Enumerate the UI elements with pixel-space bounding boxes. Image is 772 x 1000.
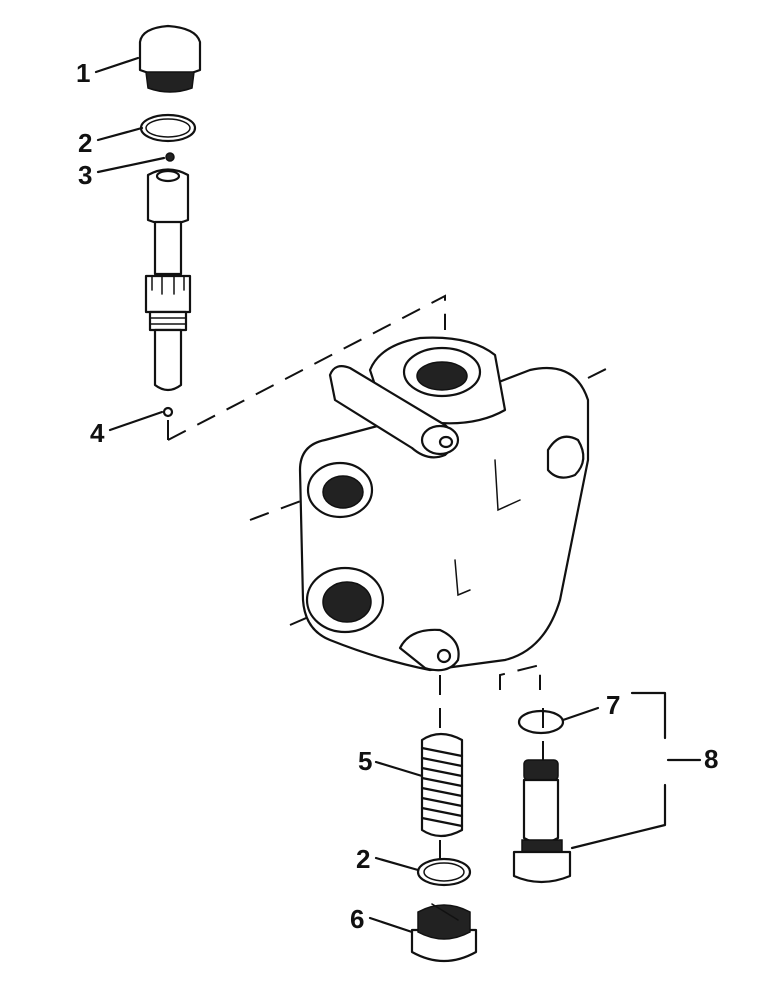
part-7-o-ring — [517, 709, 565, 735]
callout-6: 6 — [350, 904, 364, 934]
callout-2-lower: 2 — [356, 844, 370, 874]
assembly-guide-lines — [167, 294, 613, 870]
callout-5: 5 — [358, 746, 372, 776]
callout-3: 3 — [78, 160, 92, 190]
part-1-cap — [138, 24, 202, 93]
part-4-pin — [162, 406, 174, 418]
valve-body — [298, 336, 590, 672]
callout-2-top: 2 — [78, 128, 92, 158]
part-8-fitting — [512, 759, 572, 884]
callout-8: 8 — [704, 744, 718, 774]
part-3-ball — [165, 152, 175, 162]
callout-1: 1 — [76, 58, 90, 88]
part-2-o-ring-lower — [416, 857, 472, 887]
callout-labels: 1 2 3 4 5 2 6 7 8 — [76, 58, 718, 934]
part-5-spring — [420, 732, 464, 838]
callout-4: 4 — [90, 418, 105, 448]
valve-spool — [144, 168, 192, 392]
leader-lines — [94, 56, 702, 934]
callout-7: 7 — [606, 690, 620, 720]
part-6-plug — [410, 903, 478, 962]
